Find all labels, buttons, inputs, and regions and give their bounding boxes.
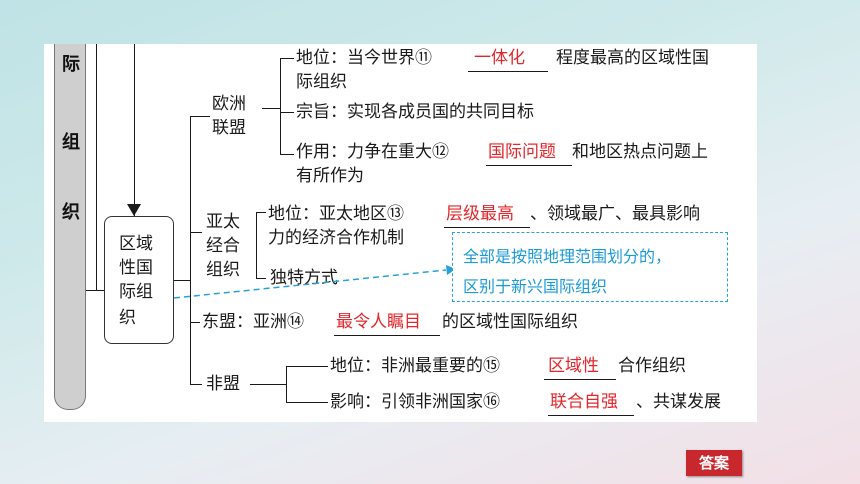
apec-status-text-2: 、领域最广、最具影响: [530, 204, 700, 224]
regional-org-box: 区域 性国 际组 织: [104, 216, 174, 344]
eu-status-text-2: 程度最高的区域性国: [556, 48, 709, 68]
answer-underline: [334, 335, 440, 336]
apec-label-1: 亚太: [206, 212, 240, 232]
eu-status-text: 地位：当今世界⑪: [296, 48, 432, 68]
apec-status-answer: 层级最高: [446, 204, 514, 224]
apec-mode: 独特方式: [270, 268, 338, 288]
left-char-2: 组: [62, 132, 80, 153]
eu-label-1: 欧洲: [212, 94, 246, 114]
eu-role-text-2: 和地区热点问题上: [572, 142, 708, 162]
connector: [286, 366, 328, 367]
apec-label-3: 组织: [206, 260, 240, 280]
eu-bracket: [280, 58, 281, 154]
note-line-2: 区别于新兴国际组织: [463, 277, 608, 296]
international-org-bar: [54, 44, 86, 410]
arrow-line: [134, 44, 135, 216]
au-status-answer: 区域性: [548, 356, 599, 376]
connector: [280, 58, 294, 59]
au-impact-answer: 联合自强: [550, 392, 618, 412]
eu-label-2: 联盟: [212, 118, 246, 138]
main-branch: [190, 116, 191, 384]
eu-role-text-3: 有所作为: [296, 166, 364, 186]
answer-underline: [544, 379, 616, 380]
left-char-1: 际: [62, 54, 80, 75]
connector: [190, 384, 202, 385]
connector: [256, 278, 266, 279]
connector: [96, 44, 97, 290]
connector: [256, 212, 266, 213]
note-line-1: 全部是按照地理范围划分的，: [463, 247, 672, 266]
connector: [174, 280, 190, 281]
connector: [280, 154, 294, 155]
au-status-text: 地位：非洲最重要的⑮: [330, 356, 500, 376]
eu-role-text: 作用：力争在重大⑫: [296, 142, 449, 162]
answer-underline: [444, 227, 530, 228]
connector: [190, 116, 210, 117]
apec-status-text-3: 力的经济合作机制: [268, 228, 404, 248]
answer-underline: [548, 415, 634, 416]
answer-underline: [468, 71, 548, 72]
answer-button[interactable]: 答案: [686, 450, 742, 476]
answer-underline: [486, 165, 572, 166]
eu-role-answer: 国际问题: [488, 142, 556, 162]
note-pointer: [174, 265, 456, 299]
left-char-3: 织: [62, 202, 80, 223]
connector: [286, 402, 328, 403]
apec-status-text: 地位：亚太地区⑬: [268, 204, 404, 224]
connector: [262, 108, 280, 109]
note-box: 全部是按照地理范围划分的， 区别于新兴国际组织: [452, 232, 728, 302]
connector: [190, 322, 200, 323]
apec-bracket: [256, 212, 257, 278]
au-bracket: [286, 366, 287, 402]
au-impact-text-2: 、共谋发展: [636, 392, 721, 412]
eu-status-text-3: 际组织: [296, 72, 347, 92]
connector: [190, 232, 202, 233]
au-status-text-2: 合作组织: [618, 356, 686, 376]
asean-answer: 最令人瞩目: [336, 312, 421, 332]
eu-purpose: 宗旨：实现各成员国的共同目标: [296, 102, 534, 122]
arrow-head-icon: [127, 204, 141, 216]
au-impact-text: 影响：引领非洲国家⑯: [330, 392, 500, 412]
au-label: 非盟: [206, 374, 240, 394]
asean-text: 东盟：亚洲⑭: [202, 312, 304, 332]
asean-text-2: 的区域性国际组织: [442, 312, 578, 332]
connector: [86, 290, 104, 291]
apec-label-2: 经合: [206, 236, 240, 256]
eu-status-answer: 一体化: [474, 48, 525, 68]
connector: [280, 112, 294, 113]
connector: [250, 384, 286, 385]
